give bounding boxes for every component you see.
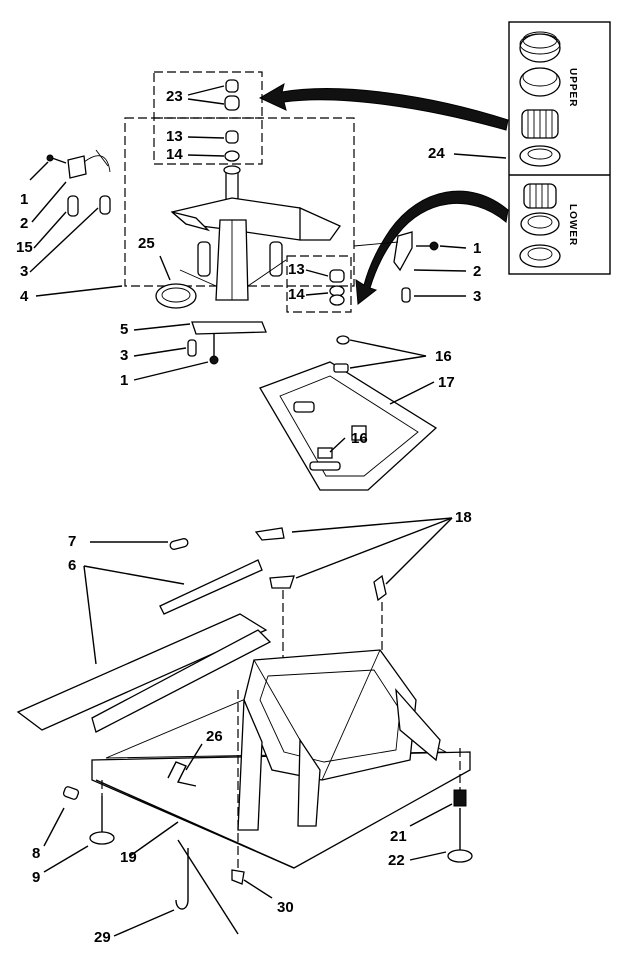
- left-bracket-parts: [46, 149, 111, 217]
- callout-22: 22: [388, 852, 405, 869]
- mounting-plate-17: [259, 335, 438, 491]
- leveling-legs: [62, 748, 473, 863]
- callout-3-lower: 3: [120, 347, 129, 364]
- side-cap-parts: [329, 269, 345, 306]
- callout-14-side: 14: [288, 286, 305, 303]
- callout-25: 25: [138, 235, 155, 252]
- callout-8: 8: [32, 845, 41, 862]
- lower-bracket-parts: [187, 321, 267, 365]
- callout-16-top: 16: [435, 348, 452, 365]
- callout-2-left: 2: [20, 215, 29, 232]
- callout-3-left: 3: [20, 263, 29, 280]
- callout-16-plate: 16: [351, 430, 368, 447]
- callout-2-right: 2: [473, 263, 482, 280]
- right-bracket-parts: [353, 231, 439, 303]
- callout-1-lower: 1: [120, 372, 129, 389]
- upper-bearing-label: UPPER: [567, 68, 578, 108]
- callout-3-right: 3: [473, 288, 482, 305]
- callout-14-top: 14: [166, 146, 183, 163]
- upper-bearing-set: [519, 31, 561, 167]
- lower-bearing-label: LOWER: [567, 204, 578, 247]
- upper-kit-arrow: [258, 82, 509, 131]
- callout-26: 26: [206, 728, 223, 745]
- callout-24: 24: [428, 145, 445, 162]
- callout-4: 4: [20, 288, 29, 305]
- callout-29: 29: [94, 929, 111, 946]
- callout-5: 5: [120, 321, 129, 338]
- lower-bearing-set: [519, 183, 561, 268]
- base-frame-19: [16, 613, 471, 869]
- callout-30: 30: [277, 899, 294, 916]
- callout-15: 15: [16, 239, 33, 256]
- callout-23: 23: [166, 88, 183, 105]
- callout-21: 21: [390, 828, 407, 845]
- cap-parts: [224, 79, 240, 162]
- callout-18: 18: [455, 509, 472, 526]
- callout-13-side: 13: [288, 261, 305, 278]
- callout-13-top: 13: [166, 128, 183, 145]
- callout-9: 9: [32, 869, 41, 886]
- hook-parts: [175, 690, 245, 910]
- callout-19: 19: [120, 849, 137, 866]
- callout-17: 17: [438, 374, 455, 391]
- lower-kit-arrow: [355, 190, 509, 305]
- agitator-support: [170, 165, 341, 301]
- callout-6: 6: [68, 557, 77, 574]
- callout-7: 7: [68, 533, 77, 550]
- bearing-kit-box: [508, 21, 611, 275]
- leader-lines: [29, 85, 507, 937]
- clip-26: [167, 761, 197, 787]
- callout-1-left: 1: [20, 191, 29, 208]
- rail-parts: [159, 527, 387, 660]
- callout-1-right: 1: [473, 240, 482, 257]
